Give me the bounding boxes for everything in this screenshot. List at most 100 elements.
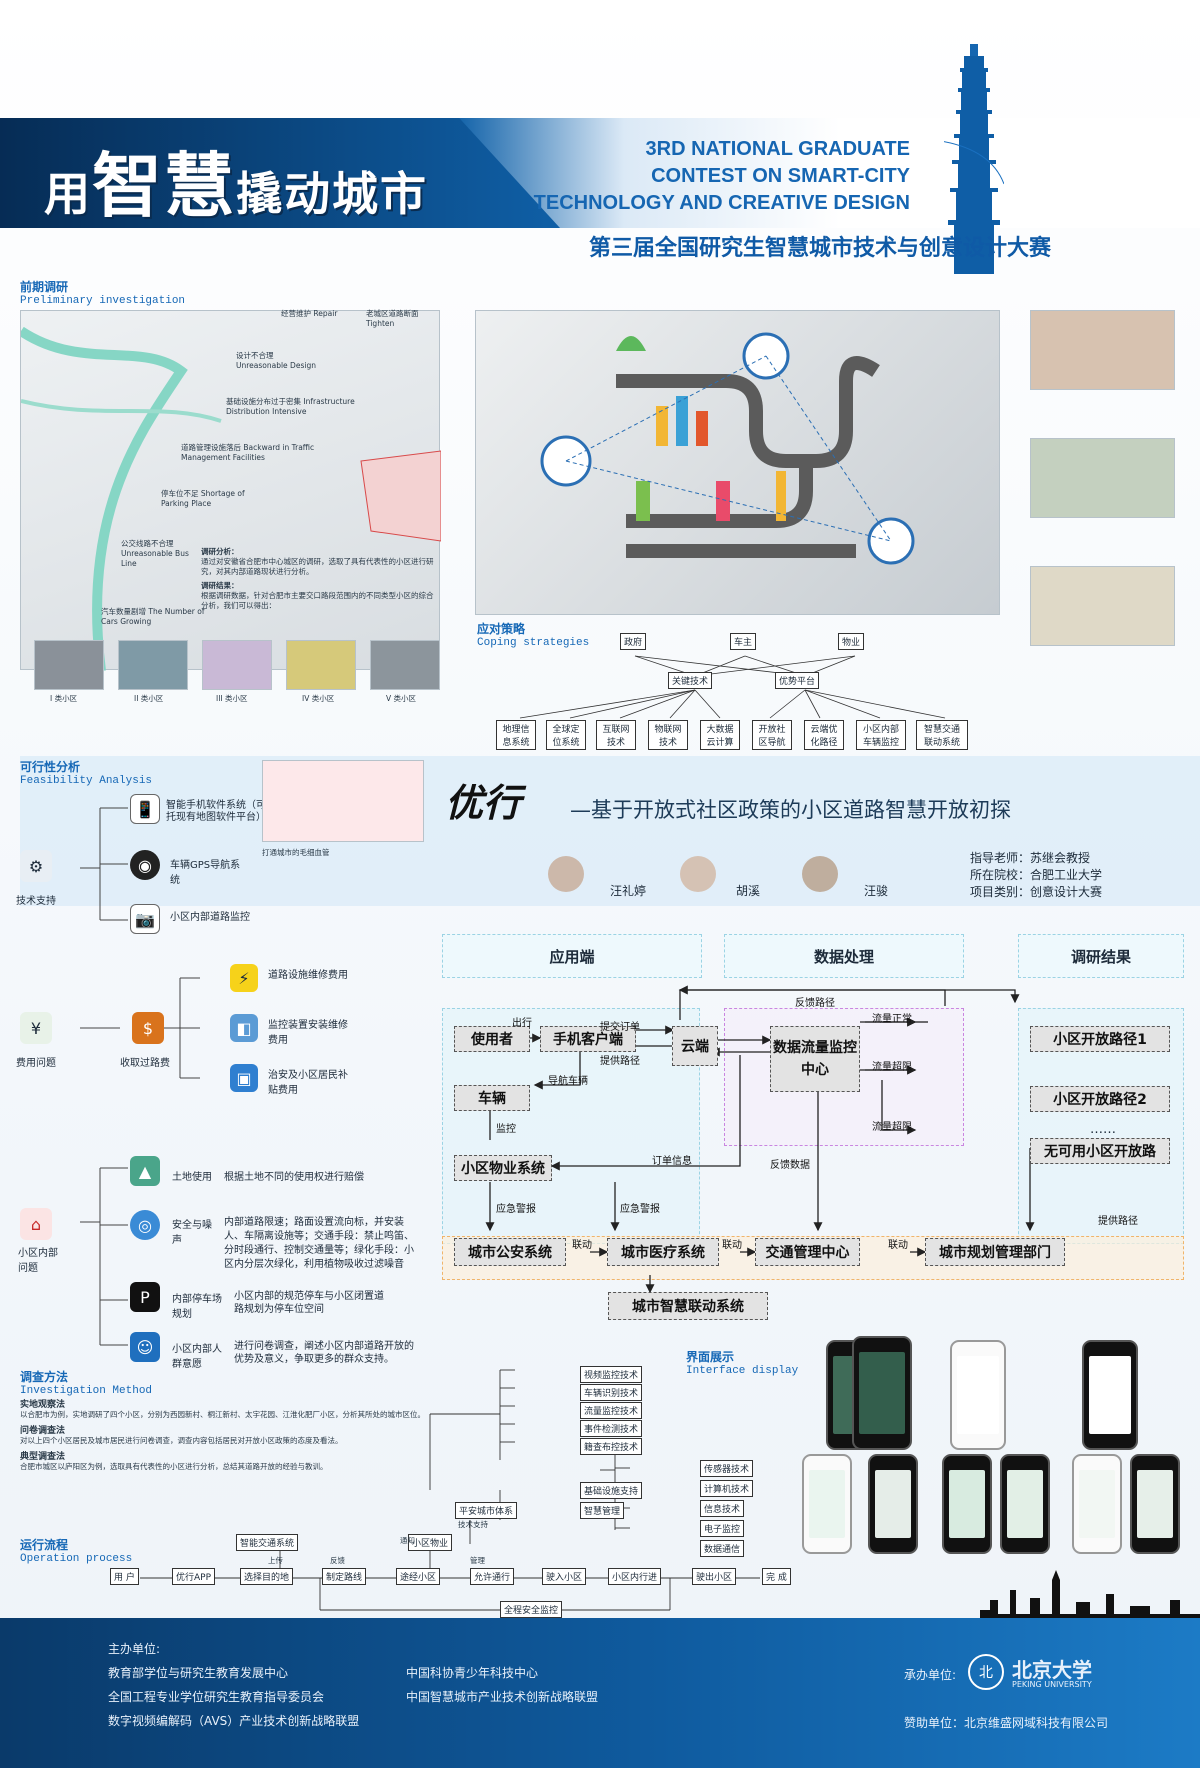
node-planning: 城市规划管理部门 <box>925 1238 1065 1266</box>
host-2: 全国工程专业学位研究生教育指导委员会 <box>108 1690 325 1704</box>
feasibility-subtitle: Feasibility Analysis <box>20 775 153 787</box>
district-2: II 类小区 <box>134 694 164 703</box>
tech-infrastructure: 基础设施支持 <box>580 1482 643 1499</box>
tech-flow: 流量监控技术 <box>580 1402 643 1419</box>
op-property: 小区物业 <box>408 1534 453 1551</box>
host-3: 数字视频编解码（AVS）产业技术创新战略联盟 <box>108 1714 360 1728</box>
tech-computer: 计算机技术 <box>700 1480 754 1497</box>
node-monitor: 数据流量监控中心 <box>770 1026 860 1092</box>
phone-7 <box>942 1454 992 1554</box>
op-intelligent-traffic: 智能交通系统 <box>236 1534 299 1551</box>
analysis-text: 通过对安徽省合肥市中心城区的调研，选取了具有代表性的小区进行研究，对其内部道路现… <box>201 557 434 576</box>
step-destination: 选择目的地 <box>240 1568 294 1585</box>
right-maps <box>1030 310 1175 690</box>
node-vehicle: 车辆 <box>454 1085 530 1111</box>
capillary-map <box>262 760 424 842</box>
step-route: 制定路线 <box>322 1568 367 1585</box>
step-allow: 允许通行 <box>470 1568 515 1585</box>
warning-icon: ⚡ <box>230 964 258 992</box>
method-heading: 调查方法 Investigation Method <box>20 1368 152 1397</box>
coping-internet: 互联网技术 <box>596 720 636 750</box>
host-1: 教育部学位与研究生教育发展中心 <box>108 1666 289 1680</box>
safety-icon: ◎ <box>130 1210 160 1240</box>
op-monitoring: 全程安全监控 <box>500 1601 563 1618</box>
step-user: 用 户 <box>110 1568 139 1585</box>
label-parking: 停车位不足 Shortage of Parking Place <box>161 489 245 508</box>
land-icon: ▲ <box>130 1156 160 1186</box>
en-line-1: 3RD NATIONAL GRADUATE <box>645 138 910 160</box>
phone-10 <box>1130 1454 1180 1554</box>
inner-label: 小区内部问题 <box>18 1248 58 1274</box>
edge-submit: 提交订单 <box>600 1022 640 1033</box>
school: 所在院校：合肥工业大学 <box>970 868 1103 882</box>
analysis-title: 调研分析： <box>201 547 239 556</box>
logo-small: 用 <box>44 167 92 221</box>
node-road-2: 小区开放路径2 <box>1030 1086 1170 1112</box>
step-pass: 途经小区 <box>396 1568 441 1585</box>
tech-control: 籍查布控技术 <box>580 1438 643 1455</box>
project-info: 指导老师：苏继会教授 所在院校：合肥工业大学 项目类别：创意设计大赛 <box>970 850 1102 901</box>
coping-title: 应对策略 <box>477 622 526 636</box>
edge-feedback-data: 反馈数据 <box>770 1160 810 1171</box>
edge-normal: 流量正常 <box>872 1014 912 1025</box>
edge-watch: 监控 <box>496 1124 516 1135</box>
organizer-label: 承办单位: <box>904 1668 957 1682</box>
edge-order: 订单信息 <box>652 1156 692 1167</box>
step-inside: 小区内行进 <box>608 1568 662 1585</box>
operation-heading: 运行流程 Operation process <box>20 1536 132 1565</box>
node-traffic: 交通管理中心 <box>755 1238 860 1266</box>
sponsor: 赞助单位：北京维盛网域科技有限公司 <box>904 1716 1109 1730</box>
edge-link-1: 联动 <box>572 1240 592 1251</box>
feasibility-title: 可行性分析 <box>20 760 81 774</box>
people-icon: ☺ <box>130 1332 160 1362</box>
chinese-title: 第三届全国研究生智慧城市技术与创意设计大赛 <box>588 236 1051 261</box>
op-notify: 通知 <box>400 1536 415 1545</box>
preliminary-title: 前期调研 <box>20 280 69 294</box>
feasibility-band <box>20 756 1200 906</box>
toll-item-repair: 道路设施维修费用 <box>268 970 348 981</box>
method-1-text: 以合肥市为例，实地调研了四个小区，分别为西园新村、桐江新村、太宇花园、江淮化肥厂… <box>20 1410 425 1419</box>
parking-label: 内部停车场规划 <box>172 1294 222 1320</box>
district-row: I 类小区 II 类小区 III 类小区 IV 类小区 V 类小区 <box>20 640 440 720</box>
tech-event: 事件检测技术 <box>580 1420 643 1437</box>
district-1: I 类小区 <box>50 694 78 703</box>
label-tighten: 老城区道路断面 Tighten <box>366 309 419 328</box>
edge-alarm-1: 应急警报 <box>496 1204 536 1215</box>
coping-subtitle: Coping strategies <box>477 637 590 649</box>
coping-bottom-row: 地理信息系统 全球定位系统 互联网技术 物联网技术 大数据云计算 开放社区导航 … <box>496 720 1001 750</box>
logo-title: 用智慧撬动城市 <box>44 130 428 231</box>
tech-list-3: 传感器技术 计算机技术 信息技术 电子监控 数据通信 <box>700 1460 780 1580</box>
smart-city-graphic <box>540 332 915 565</box>
node-road-1: 小区开放路径1 <box>1030 1026 1170 1052</box>
edge-provide-2: 提供路径 <box>1098 1216 1138 1227</box>
label-repair: 经营维护 Repair <box>281 309 338 318</box>
en-line-2: CONTEST ON SMART-CITY <box>651 165 910 187</box>
organizer-en: PEKING UNIVERSITY <box>1012 1680 1092 1689</box>
label-cars: 汽车数量剧增 The Number of Cars Growing <box>101 607 205 626</box>
district-4: IV 类小区 <box>302 694 335 703</box>
edge-link-2: 联动 <box>722 1240 742 1251</box>
house-icon: ⌂ <box>20 1208 52 1240</box>
coping-platform: 优势平台 <box>775 672 820 689</box>
toll-item-camera: 监控装置安装维修费用 <box>268 1020 348 1046</box>
en-line-3: TECHNOLOGY AND CREATIVE DESIGN <box>533 192 910 214</box>
header-app: 应用端 <box>442 934 702 978</box>
analysis-block: 调研分析： 通过对安徽省合肥市中心城区的调研，选取了具有代表性的小区进行研究，对… <box>201 547 436 611</box>
step-exit: 驶出小区 <box>692 1568 737 1585</box>
preliminary-map: 经营维护 Repair 老城区道路断面 Tighten 设计不合理 Unreas… <box>20 309 441 671</box>
edge-link-3: 联动 <box>888 1240 908 1251</box>
flow-diagram: 应用端 数据处理 调研结果 <box>440 930 1190 1330</box>
method-1-name: 实地观察法 <box>20 1400 66 1410</box>
organizer-name: 北京大学 <box>1012 1658 1092 1682</box>
node-no-road: 无可用小区开放路 <box>1030 1138 1170 1164</box>
toll-label: 收取过路费 <box>120 1058 170 1069</box>
edge-nav: 导航车辆 <box>548 1076 588 1087</box>
coping-gis: 地理信息系统 <box>496 720 536 750</box>
method-3-text: 合肥市城区以庐阳区为例，选取具有代表性的小区进行分析，总结其道路开放的经验与教训… <box>20 1462 328 1471</box>
tech-list-1: 视频监控技术 车辆识别技术 流量监控技术 事件检测技术 籍查布控技术 <box>580 1366 680 1466</box>
smartphone-icon: 📱 <box>130 794 160 824</box>
coping-government: 政府 <box>620 633 647 650</box>
op-safe-city: 平安城市体系 <box>455 1502 518 1519</box>
phone-3 <box>950 1340 1006 1450</box>
node-cloud: 云端 <box>672 1026 718 1066</box>
